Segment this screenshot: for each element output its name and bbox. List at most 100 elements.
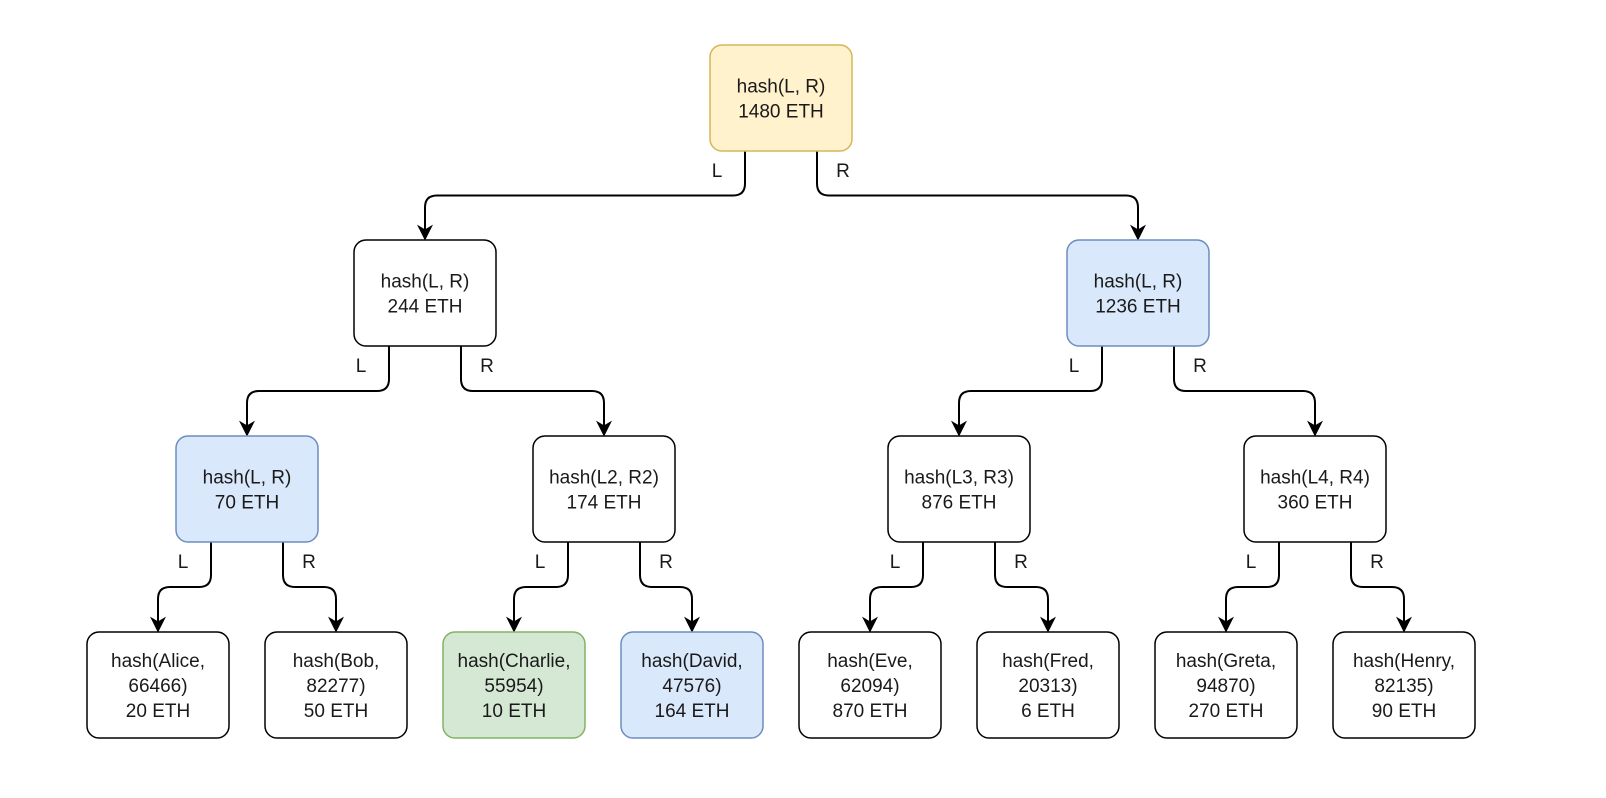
edge-label-left: L	[712, 161, 723, 182]
node-hash-line: 94870)	[1196, 676, 1255, 697]
node-balance: 6 ETH	[1021, 701, 1075, 722]
edge-n6-greta: L	[1218, 542, 1280, 633]
node-bob: hash(Bob, 82277) 50 ETH	[264, 631, 408, 739]
node-box	[887, 435, 1031, 543]
edge-connector	[816, 151, 1146, 241]
edge-label-left: L	[178, 552, 189, 573]
node-henry: hash(Henry, 82135) 90 ETH	[1332, 631, 1476, 739]
node-box	[1332, 631, 1476, 739]
node-box	[175, 435, 319, 543]
node-balance: 174 ETH	[567, 493, 642, 514]
edge-n1-n4: R	[460, 346, 612, 437]
edge-connector	[239, 346, 390, 437]
node-balance: 244 ETH	[388, 297, 463, 318]
node-hash-line: 20313)	[1018, 676, 1077, 697]
node-hash-line: hash(David,	[641, 651, 742, 672]
node-eve: hash(Eve, 62094) 870 ETH	[798, 631, 942, 739]
node-balance: 360 ETH	[1278, 493, 1353, 514]
edge-label-left: L	[1069, 356, 1080, 377]
node-balance: 10 ETH	[482, 701, 546, 722]
node-n3: hash(L, R) 70 ETH	[175, 435, 319, 543]
edge-label-right: R	[1370, 552, 1384, 573]
node-hash-line: 82277)	[306, 676, 365, 697]
node-hash-line: 62094)	[840, 676, 899, 697]
node-box	[1243, 435, 1387, 543]
edge-label-left: L	[1246, 552, 1257, 573]
edge-connector	[639, 542, 700, 633]
edge-label-right: R	[480, 356, 494, 377]
node-alice: hash(Alice, 66466) 20 ETH	[86, 631, 230, 739]
node-hash-line: hash(L, R)	[1094, 272, 1183, 293]
node-box	[532, 435, 676, 543]
edge-connector	[1173, 346, 1323, 437]
node-greta: hash(Greta, 94870) 270 ETH	[1154, 631, 1298, 739]
node-box	[976, 631, 1120, 739]
edge-root-n2: R	[816, 151, 1146, 241]
node-box	[1066, 239, 1210, 347]
node-n5: hash(L3, R3)876 ETH	[887, 435, 1031, 543]
edge-root-n1: L	[417, 151, 746, 241]
node-box	[86, 631, 230, 739]
node-hash-line: hash(L4, R4)	[1260, 468, 1370, 489]
edge-n5-eve: L	[862, 542, 924, 633]
node-balance: 90 ETH	[1372, 701, 1436, 722]
node-balance: 870 ETH	[833, 701, 908, 722]
edge-connector	[1218, 542, 1280, 633]
node-box	[353, 239, 497, 347]
node-balance: 1236 ETH	[1095, 297, 1181, 318]
node-balance: 270 ETH	[1189, 701, 1264, 722]
node-n2: hash(L, R) 1236 ETH	[1066, 239, 1210, 347]
node-box	[442, 631, 586, 739]
node-hash-line: hash(Alice,	[111, 651, 205, 672]
node-hash-line: 55954)	[484, 676, 543, 697]
node-box	[620, 631, 764, 739]
edge-connector	[282, 542, 344, 633]
node-hash-line: 66466)	[128, 676, 187, 697]
node-charlie: hash(Charlie,55954)10 ETH	[442, 631, 586, 739]
node-hash-line: hash(Fred,	[1002, 651, 1094, 672]
node-hash-line: hash(L2, R2)	[549, 468, 659, 489]
node-hash-line: hash(Greta,	[1176, 651, 1276, 672]
node-n1: hash(L, R) 244 ETH	[353, 239, 497, 347]
edge-n4-charlie: L	[506, 542, 569, 633]
node-hash-line: hash(Bob,	[293, 651, 380, 672]
edge-n2-n6: R	[1173, 346, 1323, 437]
node-hash-line: hash(Henry,	[1353, 651, 1455, 672]
edge-n4-david: R	[639, 542, 700, 633]
node-box	[264, 631, 408, 739]
edge-connector	[506, 542, 569, 633]
node-root: hash(L, R) 1480 ETH	[709, 44, 853, 152]
edge-label-right: R	[1014, 552, 1028, 573]
node-hash-line: hash(L3, R3)	[904, 468, 1014, 489]
edge-n1-n3: L	[239, 346, 390, 437]
node-hash-line: hash(Eve,	[827, 651, 913, 672]
edge-connector	[417, 151, 746, 241]
edge-n6-henry: R	[1350, 542, 1412, 633]
node-balance: 50 ETH	[304, 701, 368, 722]
node-fred: hash(Fred, 20313) 6 ETH	[976, 631, 1120, 739]
edge-connector	[150, 542, 212, 633]
edge-label-left: L	[535, 552, 546, 573]
edge-label-right: R	[836, 161, 850, 182]
edge-n2-n5: L	[951, 346, 1103, 437]
edge-label-left: L	[356, 356, 367, 377]
edge-label-right: R	[659, 552, 673, 573]
node-hash-line: hash(L, R)	[737, 77, 826, 98]
node-hash-line: hash(L, R)	[203, 468, 292, 489]
edge-connector	[1350, 542, 1412, 633]
node-hash-line: hash(L, R)	[381, 272, 470, 293]
node-box	[1154, 631, 1298, 739]
node-hash-line: 82135)	[1374, 676, 1433, 697]
edge-label-left: L	[890, 552, 901, 573]
node-box	[709, 44, 853, 152]
node-hash-line: 47576)	[662, 676, 721, 697]
edge-label-right: R	[1193, 356, 1207, 377]
edge-connector	[460, 346, 612, 437]
node-balance: 1480 ETH	[738, 102, 824, 123]
node-balance: 164 ETH	[655, 701, 730, 722]
edge-n3-alice: L	[150, 542, 212, 633]
node-balance: 20 ETH	[126, 701, 190, 722]
node-balance: 70 ETH	[215, 493, 279, 514]
node-box	[798, 631, 942, 739]
